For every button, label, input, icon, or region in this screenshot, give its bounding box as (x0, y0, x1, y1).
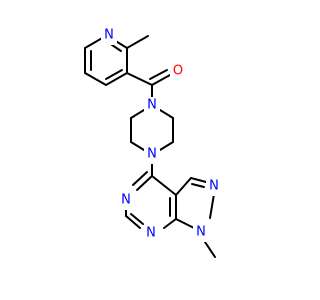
bond (209, 193, 215, 219)
bond (159, 141, 174, 151)
bond (130, 141, 145, 151)
atom-n-pyrazole-lower: N (196, 225, 206, 240)
atom-labels: N O N N N N N N (101, 27, 222, 243)
bond (136, 175, 153, 191)
atom-n-piperazine-top: N (147, 98, 157, 113)
atom-n-piperazine-bottom: N (147, 147, 157, 162)
bond (130, 109, 145, 119)
atom-o-carbonyl: O (173, 64, 183, 79)
bond (130, 213, 144, 225)
bond (105, 72, 128, 86)
pyrimidine-ring (125, 171, 177, 229)
pyrazole-ring (175, 177, 216, 258)
bond (125, 215, 141, 229)
bond (175, 177, 192, 196)
bond (126, 72, 153, 86)
bond (204, 241, 216, 258)
bond (132, 171, 148, 186)
bond (149, 69, 168, 80)
bond (151, 74, 171, 86)
piperazine-ring (130, 109, 174, 177)
atom-n-pyridine: N (104, 28, 114, 43)
atom-n-pyrimidine-left: N (121, 193, 131, 208)
pyridine-ring (84, 35, 149, 86)
bond (190, 177, 207, 183)
bond (151, 175, 177, 196)
atom-n-pyrazole-upper: N (209, 179, 219, 194)
bond (191, 183, 205, 188)
bond (105, 69, 123, 80)
structure-canvas: N O N N N N N N (84, 27, 222, 258)
bond (84, 72, 107, 86)
bond (111, 44, 122, 52)
bond (126, 35, 149, 49)
carbonyl-group (126, 69, 171, 99)
bond (159, 109, 174, 119)
molecule-diagram: N O N N N N N N (84, 27, 222, 258)
bond (84, 36, 105, 49)
bond (163, 218, 177, 229)
atom-n-pyrimidine-bottom: N (146, 226, 156, 241)
